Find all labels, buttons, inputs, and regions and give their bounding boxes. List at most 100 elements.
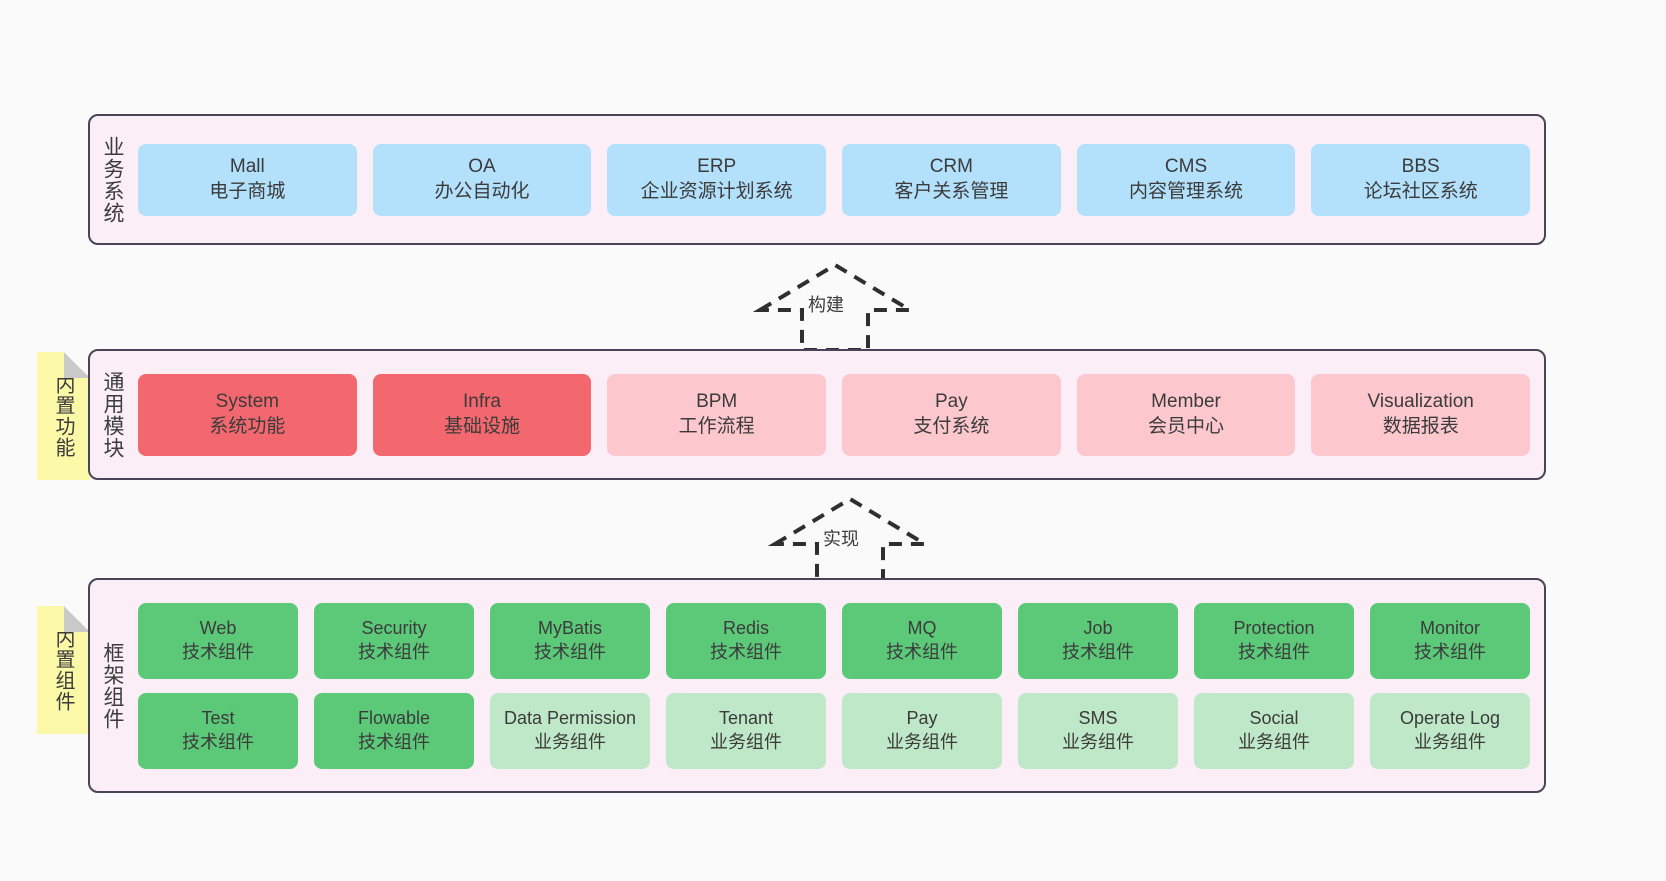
card-monitor-name: Monitor xyxy=(1419,618,1481,639)
card-pay-module-name: Pay xyxy=(934,391,968,413)
card-pay-module[interactable]: Pay 支付系统 xyxy=(842,373,1061,456)
card-bpm-name: BPM xyxy=(696,391,738,413)
layer-general-modules-title: 通用模块 xyxy=(101,370,125,459)
card-web[interactable]: Web 技术组件 xyxy=(138,602,298,679)
card-crm-name: CRM xyxy=(929,156,973,178)
card-bbs-desc: 论坛社区系统 xyxy=(1363,180,1478,202)
layer-business-system: 业务系统 Mall 电子商城 OA 办公自动化 ERP 企业资源计划系统 CRM… xyxy=(88,114,1546,245)
card-test-name: Test xyxy=(201,708,235,729)
card-cms-desc: 内容管理系统 xyxy=(1129,180,1244,202)
card-mall[interactable]: Mall 电子商城 xyxy=(138,143,357,216)
card-infra[interactable]: Infra 基础设施 xyxy=(372,373,592,456)
card-operate-log-name: Operate Log xyxy=(1399,708,1501,729)
sticky-note-builtin-features-label: 内置功能 xyxy=(52,374,74,458)
card-job-name: Job xyxy=(1083,618,1113,639)
framework-card-row-business: Test 技术组件 Flowable 技术组件 Data Permission … xyxy=(138,692,1530,769)
card-sms[interactable]: SMS 业务组件 xyxy=(1018,692,1178,769)
card-web-name: Web xyxy=(199,618,237,639)
connector-implement: 实现 xyxy=(765,492,935,586)
card-cms-name: CMS xyxy=(1164,156,1208,178)
card-social[interactable]: Social 业务组件 xyxy=(1194,692,1354,769)
card-mq-desc: 技术组件 xyxy=(886,641,958,662)
card-data-permission[interactable]: Data Permission 业务组件 xyxy=(490,692,650,769)
card-security-desc: 技术组件 xyxy=(358,641,430,662)
card-social-desc: 业务组件 xyxy=(1238,731,1310,752)
card-cms[interactable]: CMS 内容管理系统 xyxy=(1076,143,1296,216)
layer-framework-components-body: Web 技术组件 Security 技术组件 MyBatis 技术组件 Redi… xyxy=(134,580,1544,791)
card-bpm-desc: 工作流程 xyxy=(678,415,755,437)
card-erp[interactable]: ERP 企业资源计划系统 xyxy=(607,143,827,216)
card-crm[interactable]: CRM 客户关系管理 xyxy=(842,143,1061,216)
layer-business-system-body: Mall 电子商城 OA 办公自动化 ERP 企业资源计划系统 CRM 客户关系… xyxy=(134,116,1544,243)
card-mybatis[interactable]: MyBatis 技术组件 xyxy=(490,602,650,679)
card-pay-module-desc: 支付系统 xyxy=(913,415,990,437)
card-bbs-name: BBS xyxy=(1401,156,1440,178)
card-security-name: Security xyxy=(361,618,427,639)
card-mq-name: MQ xyxy=(907,618,937,639)
card-job[interactable]: Job 技术组件 xyxy=(1018,602,1178,679)
card-mybatis-desc: 技术组件 xyxy=(534,641,606,662)
build-arrow-icon xyxy=(752,262,918,352)
layer-business-system-title: 业务系统 xyxy=(101,135,125,224)
card-oa-desc: 办公自动化 xyxy=(434,180,530,202)
card-security[interactable]: Security 技术组件 xyxy=(314,602,474,679)
card-monitor[interactable]: Monitor 技术组件 xyxy=(1370,602,1530,679)
card-erp-name: ERP xyxy=(697,156,737,178)
card-operate-log[interactable]: Operate Log 业务组件 xyxy=(1370,692,1530,769)
modules-card-row: System 系统功能 Infra 基础设施 BPM 工作流程 Pay 支付系统… xyxy=(138,373,1531,456)
card-crm-desc: 客户关系管理 xyxy=(894,180,1009,202)
card-tenant-desc: 业务组件 xyxy=(710,731,782,752)
card-member-name: Member xyxy=(1151,391,1221,413)
sticky-note-builtin-features: 内置功能 xyxy=(37,352,90,480)
connector-implement-label: 实现 xyxy=(821,525,861,551)
card-mq[interactable]: MQ 技术组件 xyxy=(842,602,1002,679)
business-card-row: Mall 电子商城 OA 办公自动化 ERP 企业资源计划系统 CRM 客户关系… xyxy=(138,143,1531,216)
card-bpm[interactable]: BPM 工作流程 xyxy=(607,373,827,456)
card-visualization[interactable]: Visualization 数据报表 xyxy=(1311,373,1531,456)
card-social-name: Social xyxy=(1249,708,1299,729)
card-flowable-name: Flowable xyxy=(357,708,431,729)
layer-general-modules: 通用模块 System 系统功能 Infra 基础设施 BPM 工作流程 Pay… xyxy=(88,349,1546,480)
card-redis[interactable]: Redis 技术组件 xyxy=(666,602,826,679)
card-visualization-name: Visualization xyxy=(1367,391,1474,413)
card-bbs[interactable]: BBS 论坛社区系统 xyxy=(1311,143,1531,216)
card-member-desc: 会员中心 xyxy=(1148,415,1225,437)
card-system[interactable]: System 系统功能 xyxy=(138,373,357,456)
card-redis-desc: 技术组件 xyxy=(710,641,782,662)
card-mall-desc: 电子商城 xyxy=(209,180,286,202)
framework-card-row-tech: Web 技术组件 Security 技术组件 MyBatis 技术组件 Redi… xyxy=(138,602,1530,679)
card-data-permission-desc: 业务组件 xyxy=(534,731,606,752)
card-pay-component-name: Pay xyxy=(906,708,938,729)
sticky-note-builtin-components: 内置组件 xyxy=(37,606,90,734)
card-protection-desc: 技术组件 xyxy=(1238,641,1310,662)
connector-build: 构建 xyxy=(750,258,920,352)
card-visualization-desc: 数据报表 xyxy=(1382,415,1459,437)
card-redis-name: Redis xyxy=(722,618,770,639)
card-tenant-name: Tenant xyxy=(718,708,774,729)
card-mall-name: Mall xyxy=(229,156,265,178)
card-pay-component-desc: 业务组件 xyxy=(886,731,958,752)
connector-build-label: 构建 xyxy=(806,291,846,317)
layer-framework-components: 框架组件 Web 技术组件 Security 技术组件 MyBatis 技术组件… xyxy=(88,578,1546,793)
card-test[interactable]: Test 技术组件 xyxy=(138,692,298,769)
card-test-desc: 技术组件 xyxy=(182,731,254,752)
card-member[interactable]: Member 会员中心 xyxy=(1076,373,1296,456)
card-system-name: System xyxy=(215,391,280,413)
card-monitor-desc: 技术组件 xyxy=(1414,641,1486,662)
card-flowable[interactable]: Flowable 技术组件 xyxy=(314,692,474,769)
card-web-desc: 技术组件 xyxy=(182,641,254,662)
card-infra-name: Infra xyxy=(462,391,502,413)
sticky-note-builtin-components-label: 内置组件 xyxy=(52,628,74,712)
implement-arrow-icon xyxy=(767,496,933,586)
card-protection[interactable]: Protection 技术组件 xyxy=(1194,602,1354,679)
card-tenant[interactable]: Tenant 业务组件 xyxy=(666,692,826,769)
card-system-desc: 系统功能 xyxy=(209,415,286,437)
card-sms-desc: 业务组件 xyxy=(1062,731,1134,752)
card-pay-component[interactable]: Pay 业务组件 xyxy=(842,692,1002,769)
card-oa-name: OA xyxy=(468,156,496,178)
card-sms-name: SMS xyxy=(1078,708,1118,729)
card-oa[interactable]: OA 办公自动化 xyxy=(372,143,592,216)
card-infra-desc: 基础设施 xyxy=(444,415,521,437)
layer-general-modules-body: System 系统功能 Infra 基础设施 BPM 工作流程 Pay 支付系统… xyxy=(134,351,1544,478)
